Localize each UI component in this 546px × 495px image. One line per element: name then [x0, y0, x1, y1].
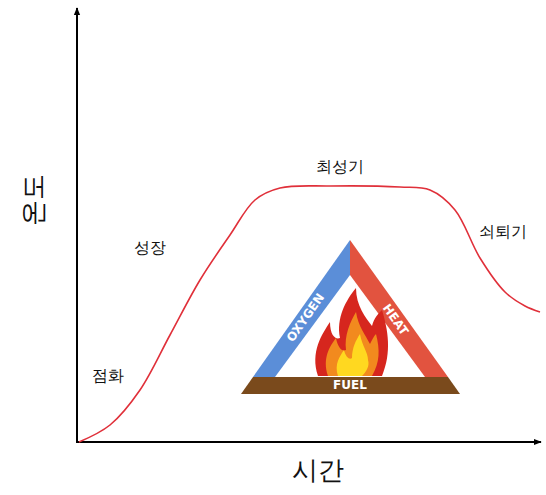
x-axis: [76, 441, 541, 443]
y-axis: [76, 8, 78, 443]
triangle-label: FUEL: [333, 379, 367, 392]
triangle-label: OXYGEN: [285, 291, 328, 344]
flame-inner: [337, 334, 369, 376]
axis-title: 온도: [19, 174, 48, 226]
flame-outer: [315, 288, 388, 376]
axis-title: 시간: [292, 456, 344, 485]
fuel-band: [241, 377, 460, 394]
phase-label: 점화: [92, 367, 124, 385]
flame-middle: [326, 312, 379, 376]
phase-label: 쇠퇴기: [479, 223, 527, 241]
phase-label: 최성기: [316, 158, 364, 176]
triangle-label: HEAT: [380, 302, 411, 338]
phase-label: 성장: [134, 239, 166, 257]
curve-layer: [79, 186, 540, 442]
fire-triangle: [241, 240, 460, 394]
temperature-curve: [79, 186, 540, 442]
